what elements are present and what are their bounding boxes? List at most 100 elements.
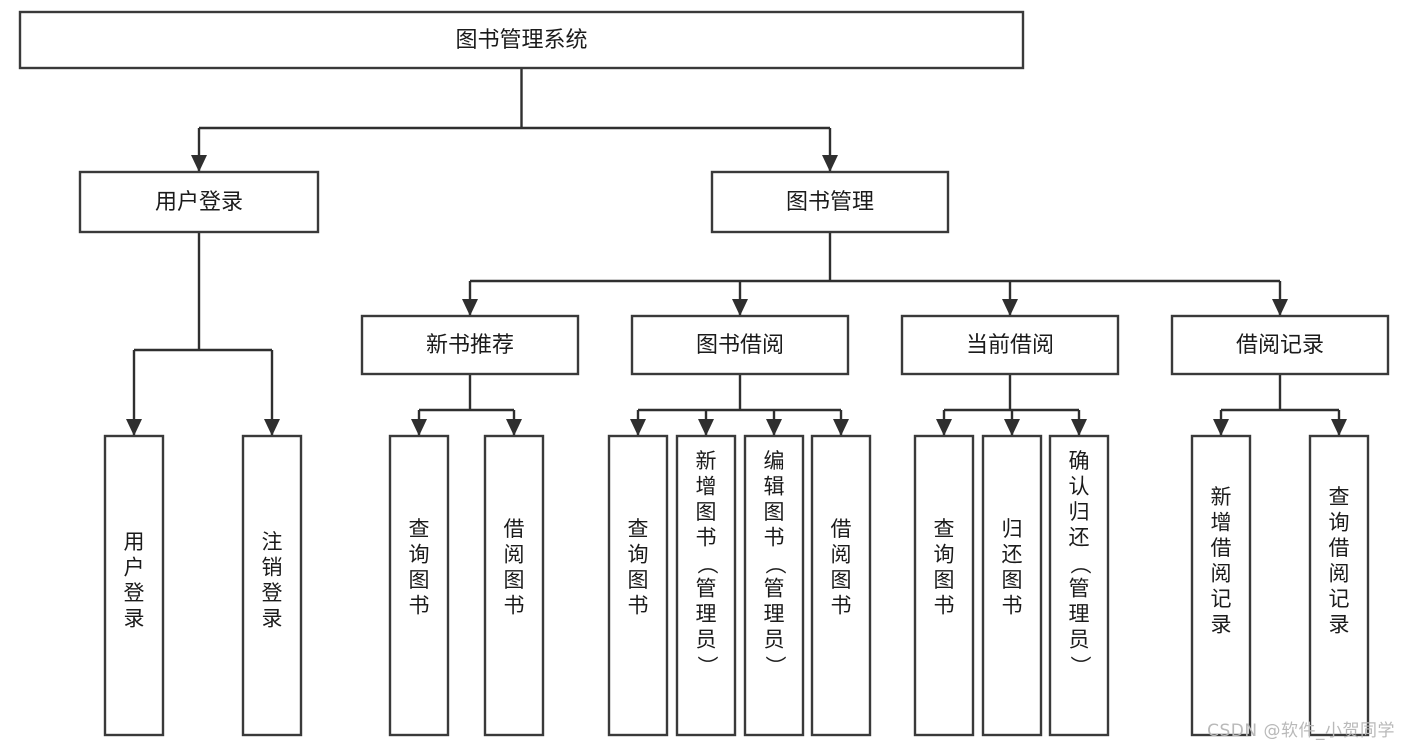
node-label-char: 查 xyxy=(409,517,430,541)
node-label: 图书管理 xyxy=(786,190,874,215)
node-label-char: 录 xyxy=(1211,613,1232,637)
node-box[interactable] xyxy=(18,10,1025,70)
node-label-char: 录 xyxy=(124,607,145,631)
node-label-char: 新 xyxy=(696,449,717,473)
node-label-char: 书 xyxy=(934,594,955,618)
node-label-char: ） xyxy=(695,656,719,677)
arrow-head-icon xyxy=(1071,419,1087,436)
node-box[interactable] xyxy=(1190,434,1252,737)
node-box[interactable] xyxy=(710,170,950,234)
arrow-head-icon xyxy=(462,299,478,316)
arrow-head-icon xyxy=(411,419,427,436)
connector-group-book-manage xyxy=(462,232,1288,316)
node-label-char: 还 xyxy=(1002,543,1023,567)
node-box[interactable] xyxy=(1048,434,1110,737)
node-label-char: 图 xyxy=(764,500,785,524)
node-level2-user-login[interactable]: 用户登录 xyxy=(78,170,320,234)
node-box[interactable] xyxy=(607,434,669,737)
node-label-char: 书 xyxy=(409,594,430,618)
node-label-char: ） xyxy=(763,656,787,677)
node-label-char: 书 xyxy=(831,594,852,618)
node-label-char: 管 xyxy=(696,577,717,601)
node-label-char: 注 xyxy=(262,530,283,554)
node-label-char: 管 xyxy=(764,577,785,601)
node-label-char: 图 xyxy=(628,568,649,592)
arrow-head-icon xyxy=(1272,299,1288,316)
node-label-char: （ xyxy=(763,554,787,575)
connector-group-current-borrow xyxy=(936,374,1087,436)
node-label-char: 询 xyxy=(934,543,955,567)
node-label-char: 阅 xyxy=(1211,562,1232,586)
arrow-head-icon xyxy=(1004,419,1020,436)
node-level3-current-borrow[interactable]: 当前借阅 xyxy=(900,314,1120,376)
node-box[interactable] xyxy=(1170,314,1390,376)
node-box[interactable] xyxy=(675,434,737,737)
node-label-char: 管 xyxy=(1069,577,1090,601)
node-label-char: 书 xyxy=(628,594,649,618)
arrow-head-icon xyxy=(822,155,838,172)
node-label-char: 查 xyxy=(628,517,649,541)
connector-group-new-book-recommend xyxy=(411,374,522,436)
node-label-char: 归 xyxy=(1069,500,1090,524)
node-label-char: 借 xyxy=(831,517,852,541)
arrow-head-icon xyxy=(1002,299,1018,316)
node-label-char: 询 xyxy=(1329,511,1350,535)
arrow-head-icon xyxy=(833,419,849,436)
node-label-char: 记 xyxy=(1211,587,1232,611)
node-label-char: 归 xyxy=(1002,517,1023,541)
node-box[interactable] xyxy=(743,434,805,737)
node-label-char: 书 xyxy=(1002,594,1023,618)
node-label-char: 员 xyxy=(1069,628,1090,652)
node-box[interactable] xyxy=(810,434,872,737)
node-level3-borrow-record[interactable]: 借阅记录 xyxy=(1170,314,1390,376)
node-label-char: 用 xyxy=(124,530,145,554)
node-level3-book-borrow[interactable]: 图书借阅 xyxy=(630,314,850,376)
node-box[interactable] xyxy=(103,434,165,737)
node-root-root[interactable]: 图书管理系统 xyxy=(18,10,1025,70)
node-box[interactable] xyxy=(981,434,1043,737)
node-box[interactable] xyxy=(913,434,975,737)
node-label-char: 图 xyxy=(934,568,955,592)
node-box[interactable] xyxy=(1308,434,1370,737)
node-label-char: 查 xyxy=(1329,485,1350,509)
node-box[interactable] xyxy=(78,170,320,234)
node-label-char: 阅 xyxy=(504,543,525,567)
node-box[interactable] xyxy=(483,434,545,737)
node-label: 新书推荐 xyxy=(426,333,514,358)
node-label-char: 增 xyxy=(696,475,717,499)
node-label-char: 理 xyxy=(696,602,717,626)
node-label-char: 书 xyxy=(696,526,717,550)
node-box[interactable] xyxy=(900,314,1120,376)
node-level2-book-manage[interactable]: 图书管理 xyxy=(710,170,950,234)
node-leaf-leaf-user-login[interactable]: 用户登录 xyxy=(103,434,165,737)
node-label-char: 认 xyxy=(1069,475,1090,499)
node-box[interactable] xyxy=(388,434,450,737)
node-label-char: 图 xyxy=(696,500,717,524)
node-box[interactable] xyxy=(241,434,303,737)
node-label-char: 编 xyxy=(764,449,785,473)
node-box[interactable] xyxy=(630,314,850,376)
connector-group-user-login xyxy=(126,232,280,436)
node-label-char: （ xyxy=(1068,554,1092,575)
node-label-char: 记 xyxy=(1329,587,1350,611)
node-label-char: 图 xyxy=(409,568,430,592)
connector-group-root xyxy=(191,68,838,172)
node-box[interactable] xyxy=(360,314,580,376)
node-label-char: 书 xyxy=(764,526,785,550)
arrow-head-icon xyxy=(766,419,782,436)
node-label: 图书管理系统 xyxy=(455,28,587,53)
arrow-head-icon xyxy=(191,155,207,172)
node-level3-new-book-recommend[interactable]: 新书推荐 xyxy=(360,314,580,376)
